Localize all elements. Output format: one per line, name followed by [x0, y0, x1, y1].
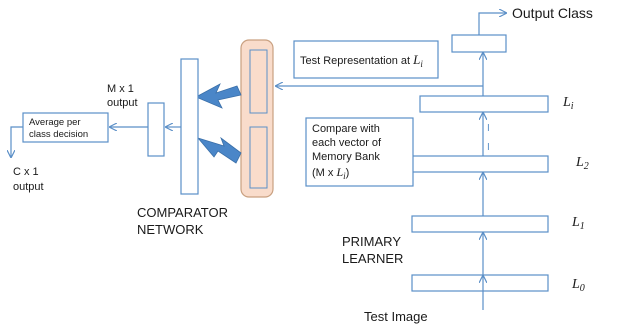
- primary-learner-line-2: LEARNER: [342, 251, 403, 266]
- memory-slot-test: [249, 49, 268, 114]
- layer-box-l2: [411, 155, 549, 173]
- memory-slot-bank: [249, 126, 268, 189]
- comparator-network-bar: [180, 58, 199, 195]
- average-label-line-1: Average per: [29, 117, 81, 128]
- layer-label-li: Li: [562, 95, 574, 112]
- compare-line-3: Memory Bank: [312, 151, 380, 163]
- compare-line-4: (M x Li): [312, 165, 349, 181]
- layer-box-l0: [411, 274, 549, 292]
- test-representation-label: Test Representation at Li: [300, 52, 423, 69]
- test-image-label: Test Image: [364, 309, 428, 324]
- arrow-average-to-cx1: [11, 126, 23, 157]
- ellipsis-mark-upper: I: [487, 123, 490, 134]
- cx1-label-line-1: C x 1: [13, 166, 39, 178]
- layer-label-l0: L0: [571, 277, 585, 294]
- block-arrow-upper: [195, 83, 242, 109]
- comparator-network-line-1: COMPARATOR: [137, 205, 228, 220]
- arrow-output-class: [478, 13, 506, 35]
- compare-line-1: Compare with: [312, 123, 380, 135]
- mx1-output-box: [147, 102, 165, 157]
- layer-label-l1: L1: [571, 215, 585, 232]
- mx1-label-line-1: M x 1: [107, 83, 134, 95]
- compare-callout: [305, 117, 414, 187]
- comparator-network-line-2: NETWORK: [137, 222, 204, 237]
- layer-box-li: [419, 95, 549, 113]
- block-arrow-lower: [196, 136, 242, 164]
- layer-label-l2: L2: [575, 155, 589, 172]
- cx1-label-line-2: output: [13, 181, 44, 193]
- output-class-label: Output Class: [512, 5, 593, 21]
- compare-line-2: each vector of: [312, 137, 382, 149]
- mx1-label-line-2: output: [107, 97, 138, 109]
- primary-learner-line-1: PRIMARY: [342, 234, 401, 249]
- ellipsis-mark-lower: I: [487, 142, 490, 153]
- output-class-box: [451, 34, 507, 53]
- test-representation-callout: [293, 40, 439, 79]
- average-label-line-2: class decision: [29, 129, 88, 140]
- layer-box-l1: [411, 215, 549, 233]
